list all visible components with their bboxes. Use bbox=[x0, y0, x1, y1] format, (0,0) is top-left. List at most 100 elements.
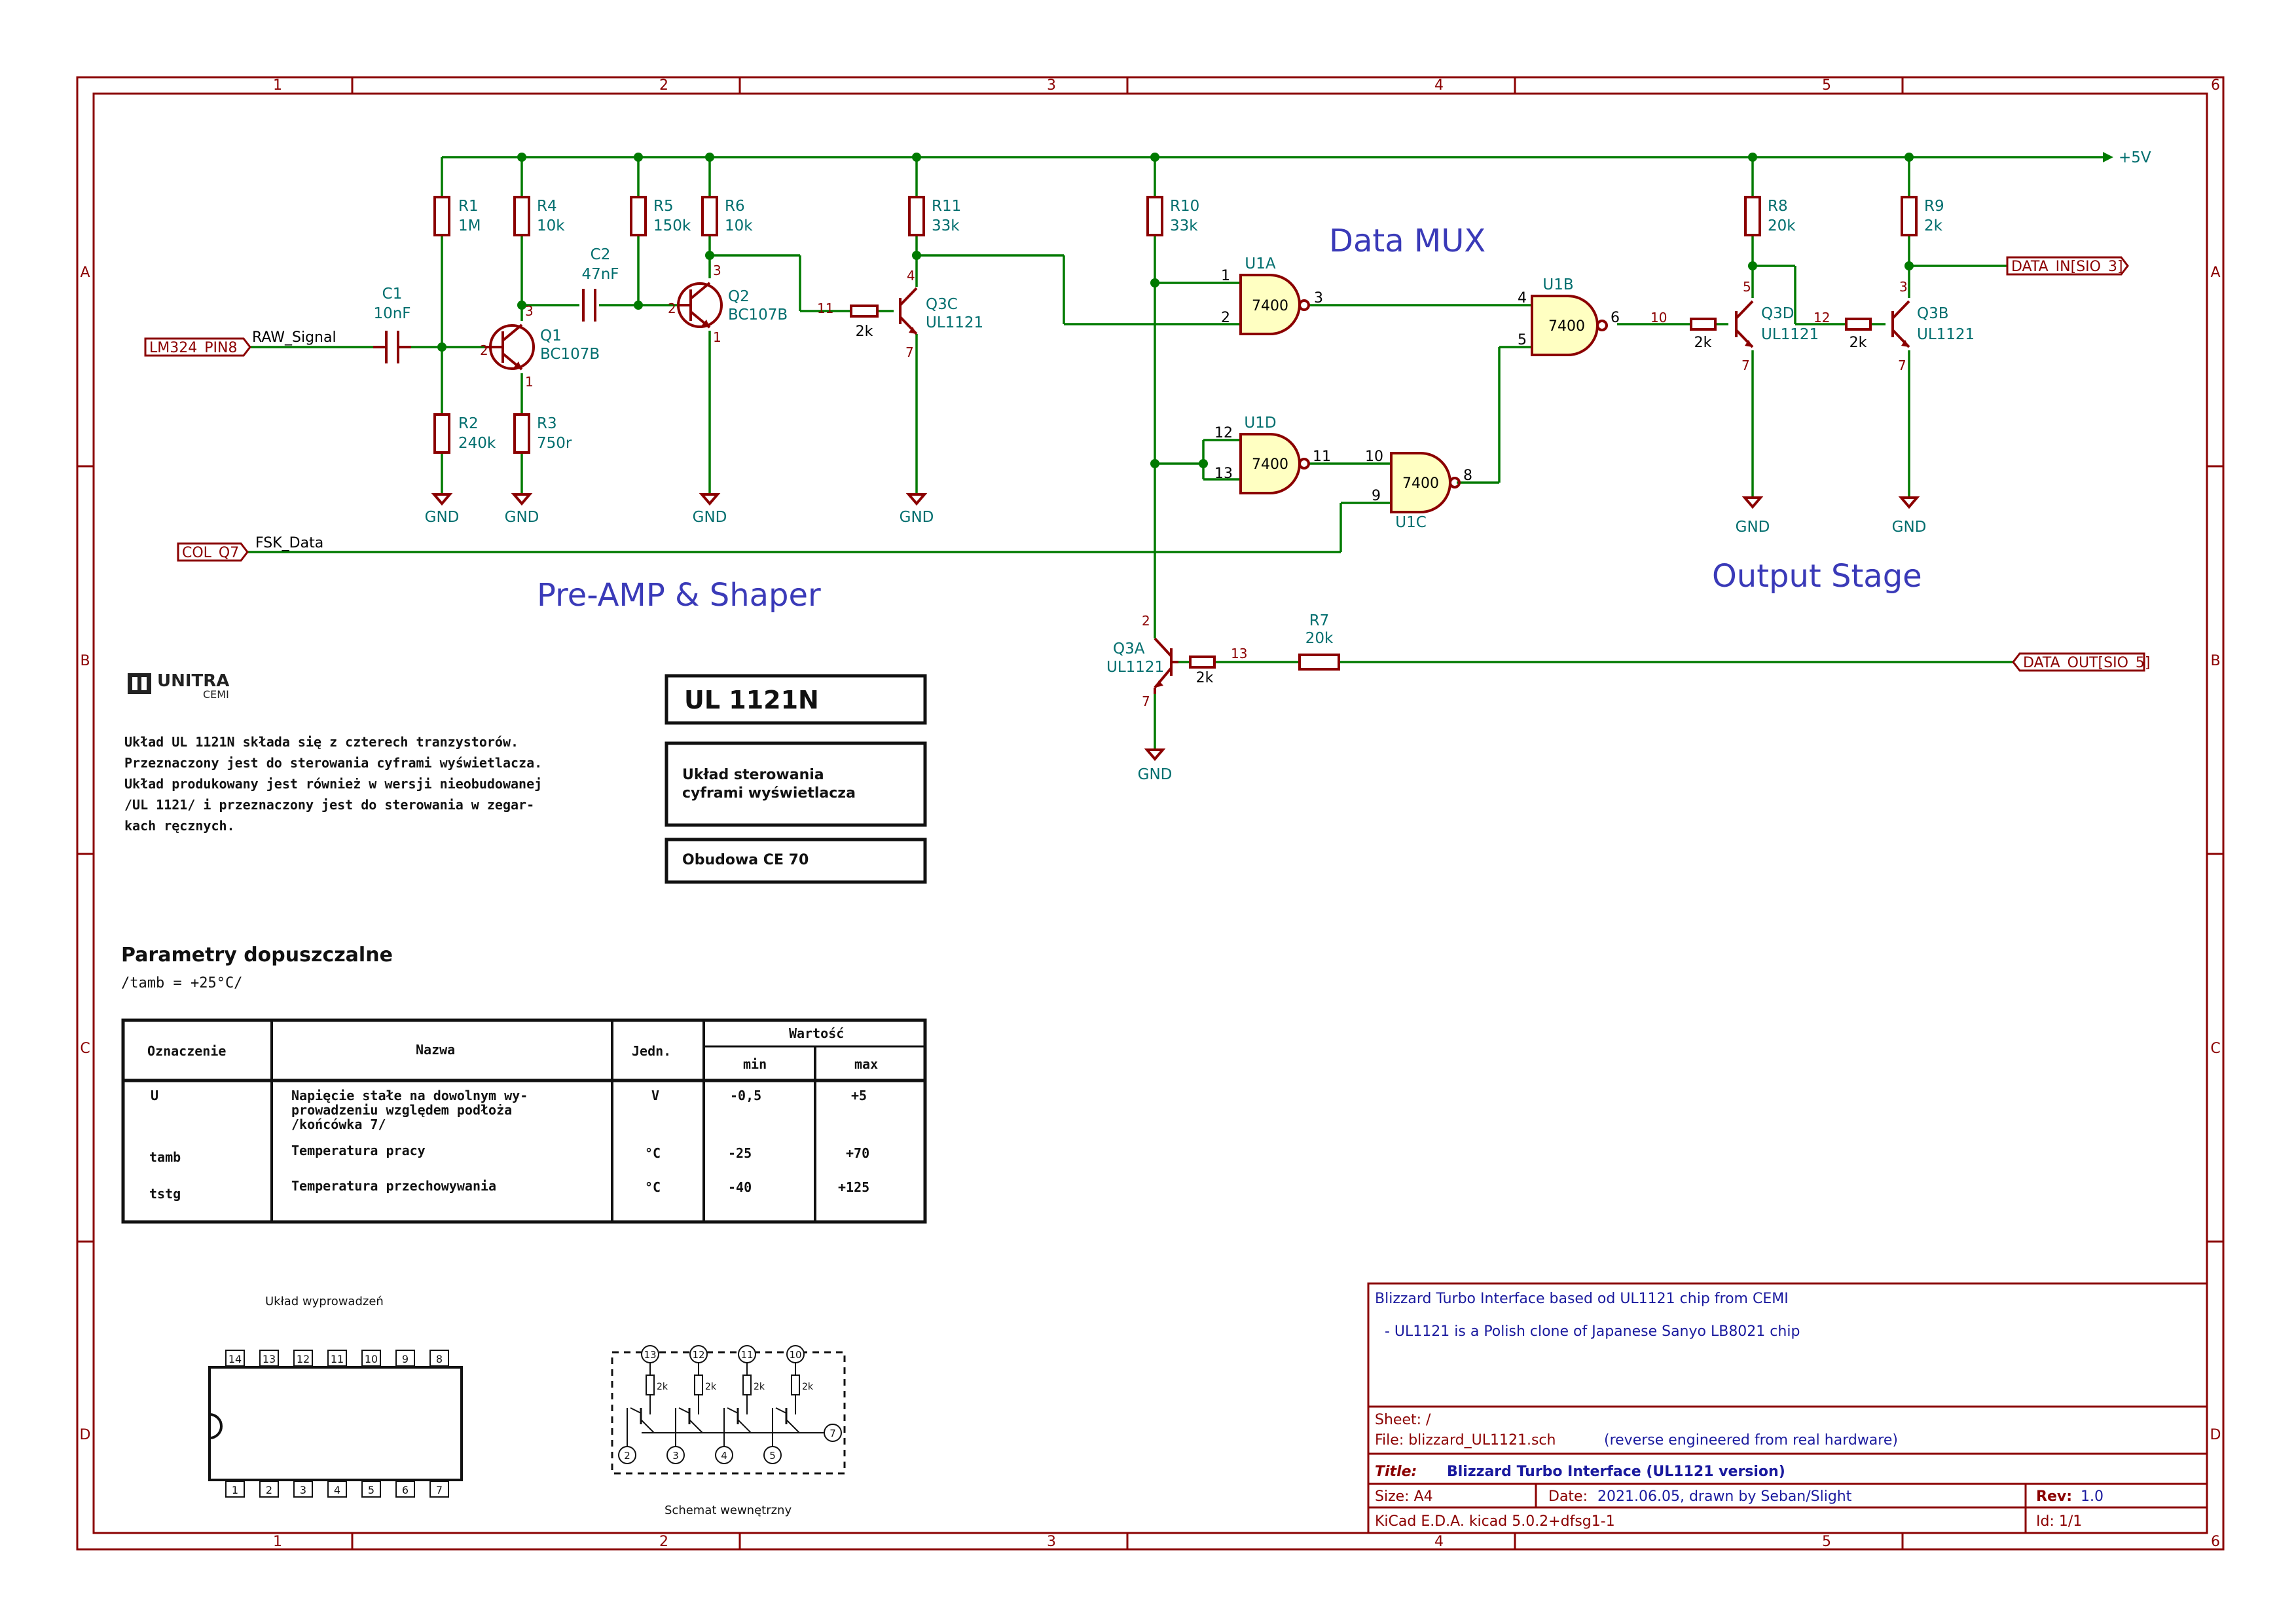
col-label-top-3: 3 bbox=[1047, 77, 1056, 94]
r1-value: 1M bbox=[458, 217, 481, 234]
u1c-pin9: 9 bbox=[1372, 488, 1381, 504]
row-label-right-c: C bbox=[2210, 1041, 2220, 1057]
internal-pin-number: 3 bbox=[672, 1450, 679, 1462]
tb-date: 2021.06.05, drawn by Seban/Slight bbox=[1597, 1488, 1852, 1505]
q3b-pin12: 12 bbox=[1813, 310, 1830, 325]
q1-pin3: 3 bbox=[525, 303, 534, 319]
note-output-stage: Output Stage bbox=[1712, 558, 1922, 595]
u1a-pin2: 2 bbox=[1221, 310, 1230, 326]
q3b-pin3: 3 bbox=[1899, 279, 1908, 295]
col-label-bottom-2: 2 bbox=[659, 1534, 668, 1550]
ds-row3-name: Temperatura przechowywania bbox=[291, 1178, 496, 1194]
dip-pin-box bbox=[327, 1350, 347, 1367]
dip-pin-number: 2 bbox=[266, 1484, 272, 1496]
r4-ref: R4 bbox=[537, 198, 557, 215]
ds-desc-1: Układ sterowania bbox=[682, 767, 824, 783]
internal-pin-number: 10 bbox=[789, 1349, 801, 1361]
transistor-q3b bbox=[1891, 300, 1910, 348]
ds-row3-min: -40 bbox=[728, 1179, 752, 1195]
c1-value: 10nF bbox=[373, 305, 410, 322]
ds-body-1: Układ UL 1121N składa się z czterech tra… bbox=[124, 734, 519, 750]
internal-resistor-value: 2k bbox=[657, 1382, 668, 1392]
r7-value: 20k bbox=[1305, 630, 1334, 647]
u1b-pin5: 5 bbox=[1518, 332, 1527, 348]
ds-row1-unit: V bbox=[651, 1088, 659, 1103]
tb-date-label: Date: bbox=[1548, 1488, 1588, 1505]
tb-file-note: (reverse engineered from real hardware) bbox=[1604, 1432, 1898, 1449]
dip-pin-box bbox=[327, 1481, 347, 1498]
q1-pin2: 2 bbox=[480, 342, 488, 358]
q3d-base-r-value: 2k bbox=[1694, 335, 1712, 351]
ds-row2-unit: °C bbox=[645, 1145, 661, 1161]
r4-value: 10k bbox=[537, 217, 565, 234]
ds-pinout-title: Układ wyprowadzeń bbox=[265, 1295, 384, 1308]
ds-th-max: max bbox=[854, 1056, 878, 1072]
dip-pin-number: 13 bbox=[263, 1353, 276, 1365]
ds-th-symbol: Oznaczenie bbox=[147, 1043, 226, 1059]
r1-ref: R1 bbox=[458, 198, 479, 215]
r9-ref: R9 bbox=[1924, 198, 1944, 215]
q1-value: BC107B bbox=[540, 346, 600, 363]
tb-size: Size: A4 bbox=[1375, 1488, 1433, 1505]
ds-row1-max: +5 bbox=[851, 1088, 867, 1103]
unitra-logo: UNITRA CEMI bbox=[128, 671, 229, 701]
vcc-label: +5V bbox=[2119, 149, 2151, 166]
port-data-in-label: DATA_IN[SIO_3] bbox=[2011, 259, 2123, 275]
ds-row2-symbol: tamb bbox=[149, 1149, 181, 1165]
q3b-pin7: 7 bbox=[1898, 358, 1906, 373]
capacitors bbox=[373, 289, 596, 363]
q3a-base-r-value: 2k bbox=[1196, 670, 1214, 686]
internal-pin-number: 11 bbox=[740, 1349, 753, 1361]
c2-ref: C2 bbox=[591, 246, 611, 263]
internal-resistor bbox=[742, 1375, 752, 1395]
internal-resistor bbox=[646, 1375, 655, 1395]
dip-pin-number: 5 bbox=[368, 1484, 374, 1496]
q3d-ref: Q3D bbox=[1761, 305, 1794, 322]
ds-package: Obudowa CE 70 bbox=[682, 852, 809, 868]
c2-value: 47nF bbox=[581, 266, 619, 283]
gate-u1d bbox=[1239, 433, 1310, 494]
port-lm324-label: LM324_PIN8 bbox=[149, 340, 237, 356]
tb-file: File: blizzard_UL1121.sch bbox=[1375, 1432, 1556, 1449]
q3d-pin5: 5 bbox=[1743, 279, 1751, 295]
dip-pin-box bbox=[429, 1350, 449, 1367]
ds-row1-name-1: Napięcie stałe na dowolnym wy- bbox=[291, 1088, 528, 1103]
u1a-pin3: 3 bbox=[1314, 290, 1323, 306]
dip-pin-number: 10 bbox=[365, 1353, 378, 1365]
q3a-pin13: 13 bbox=[1231, 646, 1247, 661]
internal-pin-number: 5 bbox=[769, 1450, 776, 1462]
q3c-ref: Q3C bbox=[926, 296, 958, 313]
dip-pin-number: 4 bbox=[334, 1484, 340, 1496]
gnd-symbols bbox=[433, 493, 1918, 760]
dip-pin-box bbox=[259, 1481, 279, 1498]
tb-comment2: - UL1121 is a Polish clone of Japanese S… bbox=[1385, 1323, 1800, 1340]
row-label-right-a: A bbox=[2210, 265, 2220, 281]
gnd-label-q3c: GND bbox=[900, 509, 934, 526]
col-label-bottom-1: 1 bbox=[273, 1534, 282, 1550]
u1b-pin4: 4 bbox=[1518, 290, 1527, 306]
q3b-base-r-value: 2k bbox=[1850, 335, 1867, 351]
internal-pin-number: 13 bbox=[644, 1349, 656, 1361]
port-data-in bbox=[2006, 256, 2129, 276]
row-label-left-a: A bbox=[80, 265, 90, 281]
dip-pin-box bbox=[429, 1481, 449, 1498]
dip-pin-box bbox=[395, 1481, 415, 1498]
drawing-frame: 1 2 3 4 5 6 1 2 3 4 5 6 A B C D A B C D bbox=[76, 76, 2225, 1551]
ds-th-unit: Jedn. bbox=[632, 1043, 671, 1059]
u1b-ref: U1B bbox=[1542, 276, 1573, 293]
r6-value: 10k bbox=[725, 217, 753, 234]
q3c-pin11: 11 bbox=[817, 301, 833, 316]
internal-pin bbox=[666, 1446, 685, 1464]
internal-resistor-value: 2k bbox=[802, 1382, 814, 1392]
row-label-left-c: C bbox=[80, 1041, 90, 1057]
col-label-bottom-3: 3 bbox=[1047, 1534, 1056, 1550]
internal-pin-number: 2 bbox=[624, 1450, 630, 1462]
r8-ref: R8 bbox=[1768, 198, 1788, 215]
u1b-value: 7400 bbox=[1548, 318, 1585, 335]
q3c-value: UL1121 bbox=[926, 314, 983, 331]
dip-pin-number: 3 bbox=[300, 1484, 306, 1496]
r3-value: 750r bbox=[537, 435, 572, 452]
ds-params-title: Parametry dopuszczalne bbox=[121, 944, 393, 967]
ds-row3-symbol: tstg bbox=[149, 1186, 181, 1202]
u1a-ref: U1A bbox=[1245, 255, 1275, 272]
